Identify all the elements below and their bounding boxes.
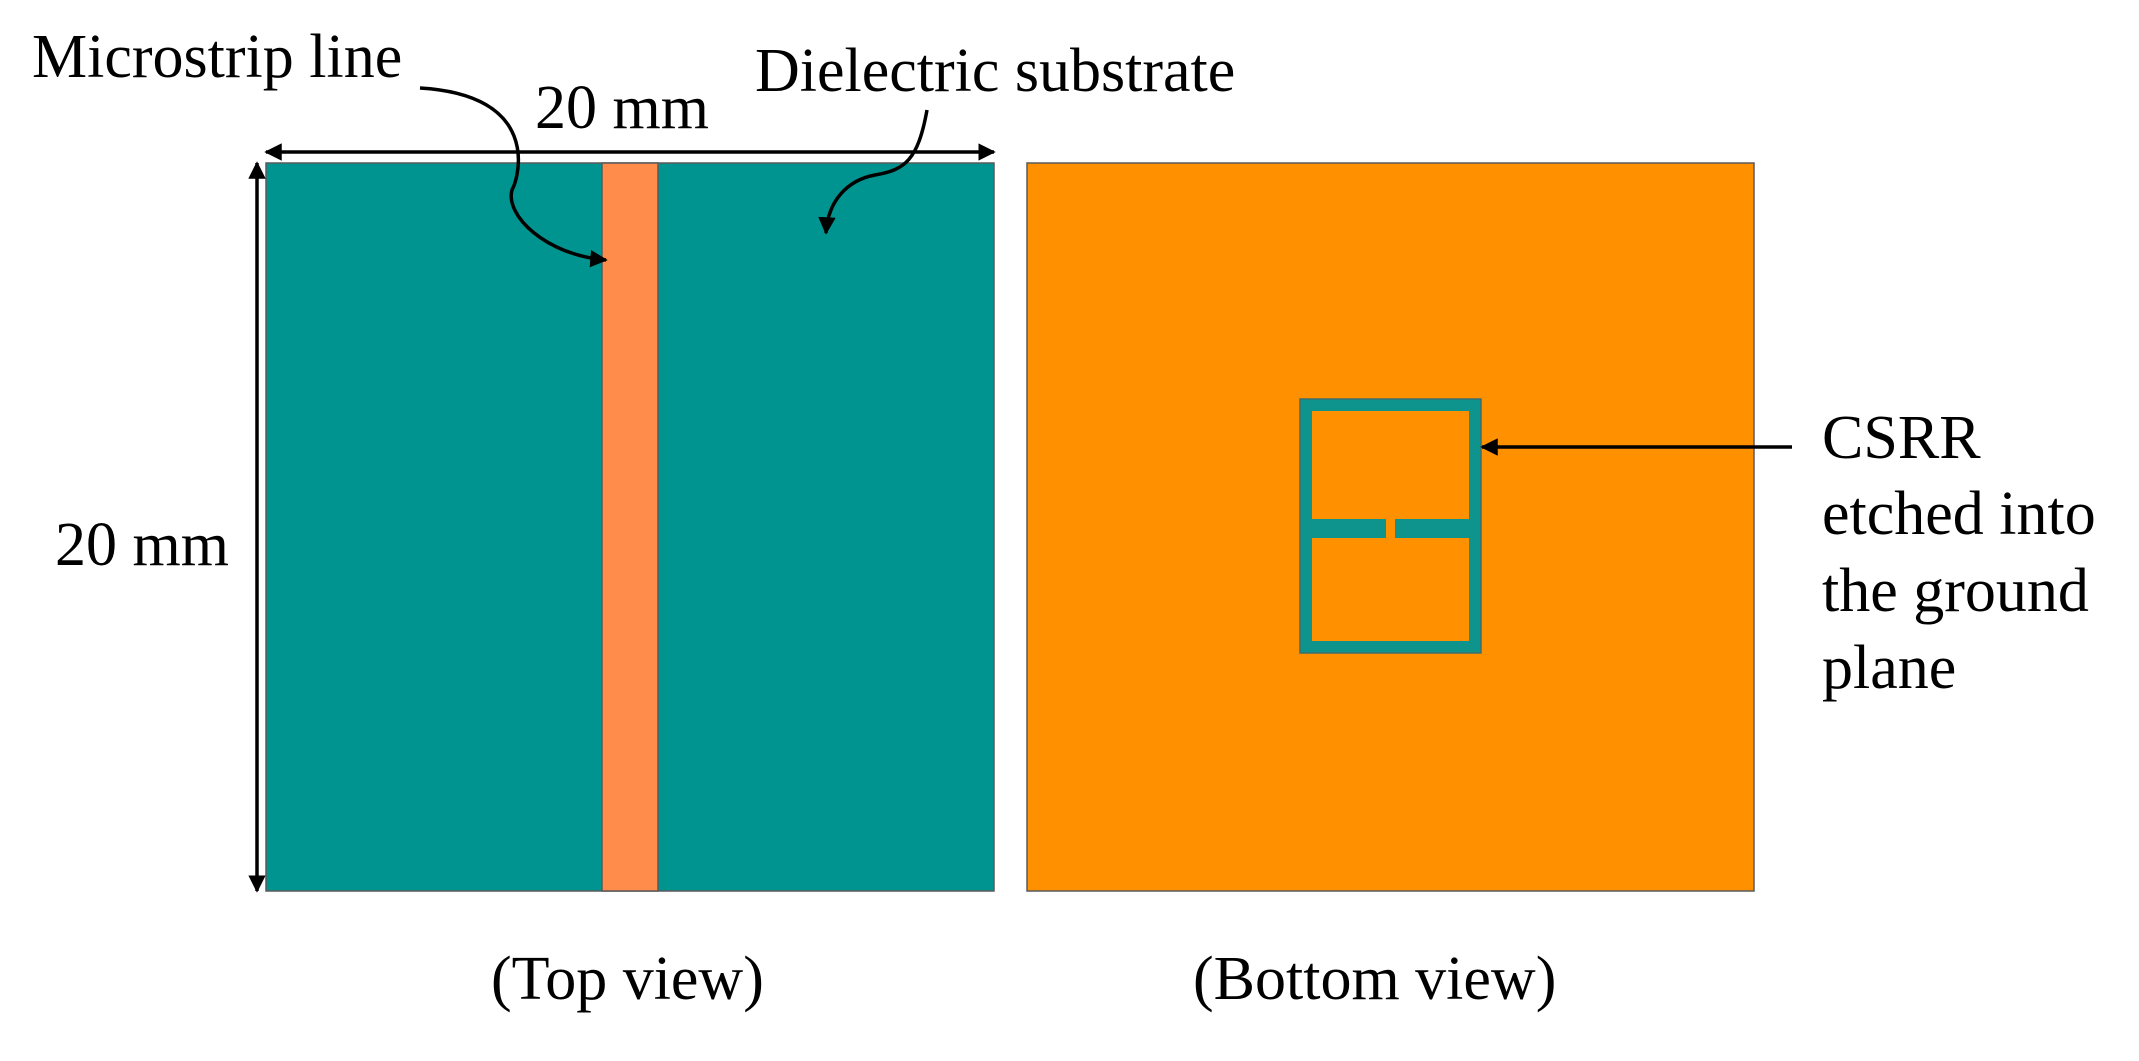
csrr-label-line-1: CSRR: [1822, 404, 1981, 472]
dielectric-substrate-label: Dielectric substrate: [755, 37, 1235, 105]
substrate-callout-arrow: [818, 109, 929, 235]
csrr-lower-patch: [1312, 538, 1469, 641]
bottom-view-caption: (Bottom view): [1193, 945, 1556, 1013]
csrr-center-gap: [1386, 519, 1395, 538]
csrr-upper-patch: [1312, 411, 1469, 519]
microstrip-line-label: Microstrip line: [32, 23, 402, 91]
microstrip-line: [601, 162, 659, 892]
top-view-panel: [265, 162, 995, 892]
bottom-view-panel: [1026, 162, 1755, 892]
csrr-slot: [1299, 398, 1482, 654]
microstrip-callout-arrow: [419, 86, 608, 268]
csrr-label-line-3: the ground: [1822, 557, 2089, 625]
csrr-label-line-4: plane: [1822, 634, 1956, 702]
csrr-label-line-2: etched into: [1822, 480, 2096, 548]
csrr-description: CSRR etched into the ground plane: [1822, 404, 2096, 702]
height-dimension-label: 20 mm: [55, 511, 229, 579]
top-view-caption: (Top view): [491, 945, 764, 1013]
width-dimension-label: 20 mm: [535, 74, 709, 142]
